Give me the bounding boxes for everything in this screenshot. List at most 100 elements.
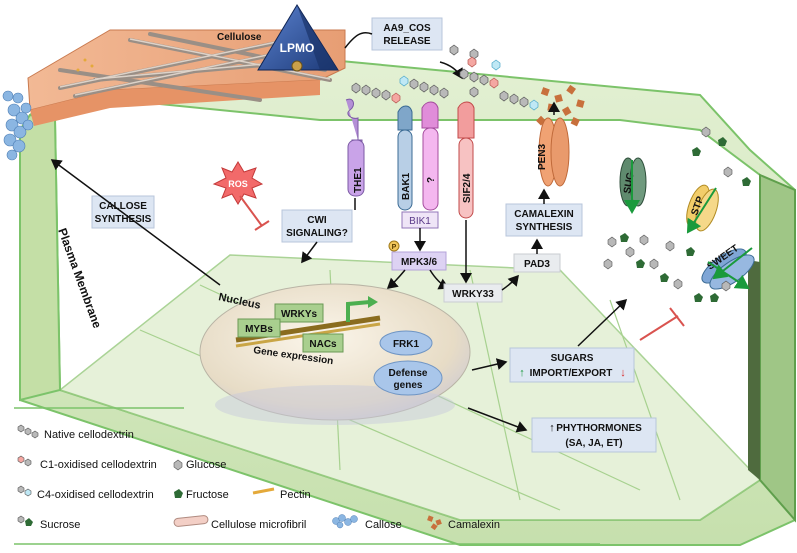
lpmo-label: LPMO — [280, 41, 315, 55]
legend-c4-icon — [17, 485, 32, 497]
unknown-receptor-ectodomain — [421, 101, 439, 129]
phyto-up-arrow: ↑ — [549, 422, 555, 434]
sugars-line1: SUGARS — [551, 353, 594, 364]
transcription-start-arrowhead — [368, 296, 378, 308]
legend-glucose-icon — [173, 459, 183, 471]
legend-pectin-label: Pectin — [280, 489, 311, 501]
stp-import-arrow — [686, 187, 717, 234]
mpk-to-nucleus-arrow — [386, 269, 406, 289]
legend-callose-label: Callose — [365, 519, 402, 531]
the1-body — [347, 139, 365, 197]
legend-microfibril-label: Cellulose microfibril — [211, 519, 306, 531]
sif-ectodomain — [457, 101, 475, 139]
nacs-label: NACs — [309, 339, 337, 350]
sugars-to-transporters-arrow — [577, 298, 628, 347]
sugars-import-label: IMPORT/EXPORT — [530, 368, 613, 379]
cwi-to-nucleus-arrow — [301, 241, 318, 264]
cell-right-wall — [759, 173, 796, 523]
frk1-label: FRK1 — [393, 339, 420, 350]
ros-burst — [212, 161, 264, 205]
legend-camalexin-icon — [427, 515, 442, 531]
sugars-box — [509, 347, 635, 383]
defense-genes-ellipse — [373, 360, 443, 396]
legend-sucrose-icon — [17, 515, 33, 526]
phyto-line1: PHYTHORMONES — [556, 423, 642, 434]
sugars-up-arrow: ↑ — [519, 367, 525, 379]
cwi-signaling-box — [281, 209, 353, 243]
callose-line2: SYNTHESIS — [95, 214, 152, 225]
mybs-label: MYBs — [245, 324, 273, 335]
cellulose-label: Cellulose — [217, 32, 262, 43]
pen3-label: PEN3 — [537, 143, 548, 170]
ros-inhibition-line — [239, 195, 263, 227]
glucose-molecules — [603, 126, 733, 292]
lpmo-shade — [297, 5, 338, 70]
phytohormones-box — [531, 417, 657, 453]
unknown-receptor-body — [422, 127, 439, 211]
ros-label: ROS — [228, 179, 248, 189]
callose-cluster — [2, 90, 34, 161]
pad3-label: PAD3 — [524, 259, 550, 270]
bik1-label: BIK1 — [409, 216, 431, 227]
legend-c4-label: C4-oxidised cellodextrin — [37, 489, 154, 501]
bak1-body — [397, 129, 413, 211]
wrky33-box — [443, 283, 503, 303]
legend-pectin-icon — [252, 487, 275, 495]
legend-glucose-label: Glucose — [186, 459, 226, 471]
wrky33-to-pad3-arrow — [501, 274, 519, 291]
legend-fructose-icon — [174, 489, 183, 498]
cell-left-wall — [19, 113, 62, 402]
callose-synthesis-arrow — [50, 159, 221, 286]
cell-right-dark — [748, 260, 760, 480]
callose-line1: CALLOSE — [99, 201, 147, 212]
phospho-label: P — [392, 244, 397, 251]
sweet-import-arrow — [712, 247, 753, 280]
legend-callose-icon — [332, 514, 358, 529]
wrkys-box — [274, 303, 324, 323]
legend-fructose-label: Fructose — [186, 489, 229, 501]
c1-oxidised-marks — [391, 56, 499, 104]
frk1-ellipse — [379, 330, 433, 356]
unknown-receptor-label: ? — [426, 177, 437, 183]
c4-oxidised-marks — [399, 59, 539, 111]
legend-c1-label: C1-oxidised cellodextrin — [40, 459, 157, 471]
the1-label: THE1 — [353, 167, 364, 193]
sparkles — [76, 58, 94, 72]
nucleus-to-sugars-arrow — [471, 358, 508, 371]
defense-line2: genes — [394, 380, 423, 391]
aa9-line1: AA9_COS — [383, 23, 431, 34]
mpk-label: MPK3/6 — [401, 257, 438, 268]
sif-body — [458, 137, 474, 219]
cwi-line1: CWI — [307, 215, 327, 226]
phospho-marker — [388, 240, 400, 252]
camalexin-line1: CAMALEXIN — [514, 209, 573, 220]
fructose-molecules — [620, 137, 751, 302]
sweet-export-arrow — [707, 261, 750, 290]
aa9-release-box — [371, 17, 443, 51]
bak1-ectodomain — [397, 105, 413, 131]
legend-microfibril-icon — [173, 515, 209, 527]
cwi-line2: SIGNALING? — [286, 228, 348, 239]
nucleus-shadow — [215, 385, 455, 425]
legend-native-icon — [17, 424, 39, 439]
transcription-start-arrow — [346, 300, 371, 322]
legend-native-label: Native cellodextrin — [44, 429, 134, 441]
cellodextrin-chains — [351, 44, 529, 108]
sugars-down-arrow: ↓ — [620, 367, 626, 379]
legend-camalexin-label: Camalexin — [448, 519, 500, 531]
legend-sucrose-label: Sucrose — [40, 519, 80, 531]
nacs-box — [302, 333, 344, 353]
defense-line1: Defense — [389, 368, 428, 379]
sugars-inhibition-bar — [669, 307, 685, 327]
lpmo-to-aa9-line — [344, 31, 373, 49]
phyto-line2: (SA, JA, ET) — [565, 438, 622, 449]
aa9-line2: RELEASE — [383, 36, 431, 47]
wrky33-label: WRKY33 — [452, 289, 494, 300]
sif-label: SIF2/4 — [462, 173, 473, 203]
ros-inhibition-bar — [254, 220, 270, 231]
cell-wall-front — [30, 80, 320, 126]
mybs-box — [237, 318, 281, 338]
camalexin-line2: SYNTHESIS — [516, 222, 573, 233]
